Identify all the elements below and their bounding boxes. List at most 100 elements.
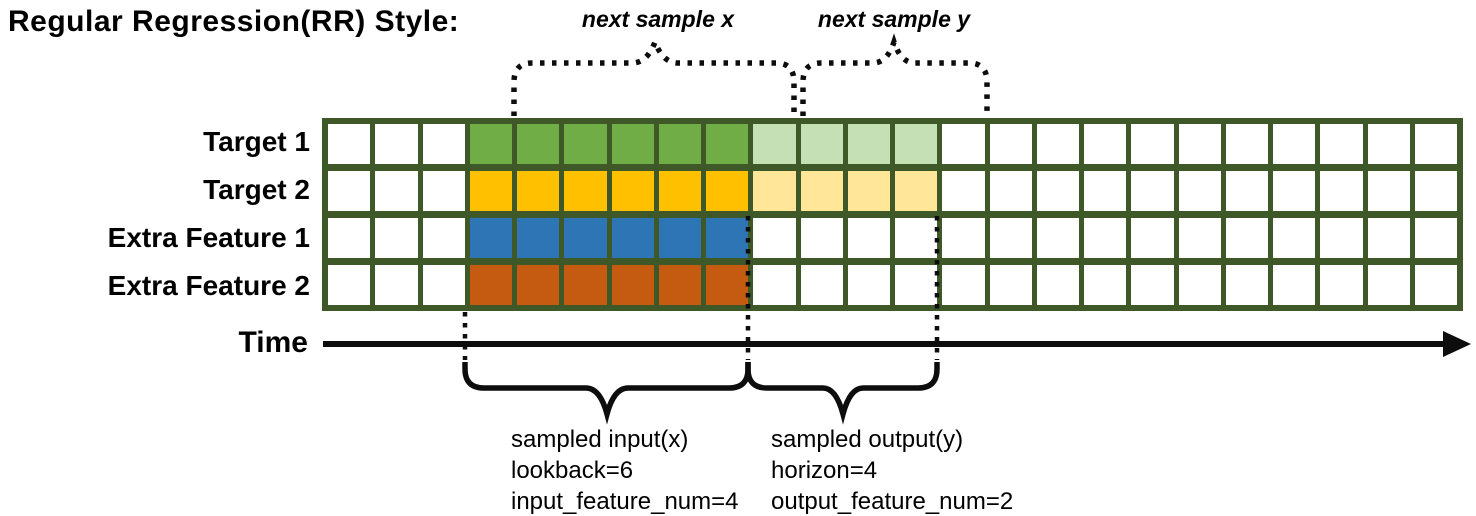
- grid-cell: [989, 124, 1032, 164]
- grid-cell: [658, 171, 701, 211]
- grid-cell: [753, 265, 796, 305]
- grid-cell: [1273, 218, 1316, 258]
- grid-cell: [1273, 265, 1316, 305]
- grid-cell: [1131, 171, 1174, 211]
- time-axis-label: Time: [238, 326, 308, 359]
- grid-cell: [658, 124, 701, 164]
- horizon-value: horizon=4: [771, 457, 878, 484]
- sampled-output-brace: [745, 362, 940, 425]
- grid-cell: [375, 265, 418, 305]
- grid-cell: [942, 171, 985, 211]
- grid-cell: [1273, 124, 1316, 164]
- grid-cell: [847, 171, 890, 211]
- grid-cell: [1131, 265, 1174, 305]
- grid-cell: [800, 218, 843, 258]
- grid-cell: [469, 265, 512, 305]
- grid-cell: [1320, 218, 1363, 258]
- grid-cell: [800, 171, 843, 211]
- grid: [322, 118, 1463, 311]
- grid-cell: [1414, 265, 1457, 305]
- next-sample-x-brace: [511, 34, 797, 116]
- sampled-input-brace: [462, 362, 751, 425]
- grid-cell: [564, 124, 607, 164]
- time-arrow: [323, 331, 1471, 357]
- grid-cell: [1414, 171, 1457, 211]
- grid-cell: [1367, 124, 1410, 164]
- grid-cell: [1320, 171, 1363, 211]
- grid-cell: [611, 218, 654, 258]
- grid-cell: [1084, 265, 1127, 305]
- sampled-output-title: sampled output(y): [771, 426, 964, 453]
- grid-cell: [1036, 218, 1079, 258]
- grid-cell: [517, 171, 560, 211]
- input-feature-num-value: input_feature_num=4: [511, 488, 739, 515]
- sampled-input-annotation: sampled input(x) lookback=6 input_featur…: [511, 424, 739, 516]
- grid-cell: [989, 265, 1032, 305]
- grid-cell: [1273, 171, 1316, 211]
- grid-cell: [1084, 218, 1127, 258]
- grid-cell: [1178, 265, 1221, 305]
- grid-cell: [1084, 124, 1127, 164]
- grid-cell: [706, 265, 749, 305]
- grid-cell: [517, 265, 560, 305]
- grid-cell: [328, 171, 371, 211]
- grid-cell: [1036, 171, 1079, 211]
- grid-cell: [1131, 124, 1174, 164]
- grid-cell: [753, 171, 796, 211]
- grid-cell: [1414, 124, 1457, 164]
- grid-cell: [1367, 171, 1410, 211]
- lookback-value: lookback=6: [511, 457, 634, 484]
- grid-cell: [1225, 124, 1268, 164]
- grid-cell: [422, 124, 465, 164]
- grid-cell: [328, 218, 371, 258]
- grid-cell: [989, 218, 1032, 258]
- grid-cell: [1225, 171, 1268, 211]
- grid-cell: [800, 265, 843, 305]
- grid-cell: [706, 124, 749, 164]
- next-sample-y-label: next sample y: [817, 6, 971, 32]
- grid-cell: [469, 171, 512, 211]
- grid-cell: [1320, 124, 1363, 164]
- grid-cell: [328, 265, 371, 305]
- grid-cell: [942, 265, 985, 305]
- grid-cell: [564, 171, 607, 211]
- grid-cell: [753, 218, 796, 258]
- page-title: Regular Regression(RR) Style:: [8, 5, 460, 38]
- grid-cell: [375, 218, 418, 258]
- grid-cell: [1178, 218, 1221, 258]
- grid-cell: [895, 265, 938, 305]
- grid-cell: [895, 171, 938, 211]
- grid-cell: [942, 218, 985, 258]
- output-feature-num-value: output_feature_num=2: [771, 488, 1014, 515]
- grid-cell: [1084, 171, 1127, 211]
- grid-cell: [422, 265, 465, 305]
- grid-cell: [1131, 218, 1174, 258]
- next-sample-x-label: next sample x: [581, 6, 735, 32]
- grid-cell: [1036, 265, 1079, 305]
- grid-cell: [658, 265, 701, 305]
- grid-cell: [564, 218, 607, 258]
- row-label-target-1: Target 1: [203, 126, 310, 157]
- row-label-extra-feature-2: Extra Feature 2: [107, 270, 310, 301]
- grid-cell: [611, 265, 654, 305]
- grid-cell: [375, 124, 418, 164]
- grid-cell: [611, 171, 654, 211]
- grid-cell: [1414, 218, 1457, 258]
- grid-cell: [847, 218, 890, 258]
- grid-cell: [800, 124, 843, 164]
- sampled-output-annotation: sampled output(y) horizon=4 output_featu…: [771, 424, 1013, 516]
- next-sample-y-brace: [800, 33, 990, 116]
- grid-cell: [1367, 265, 1410, 305]
- grid-cell: [1178, 124, 1221, 164]
- grid-cell: [517, 218, 560, 258]
- grid-cell: [1225, 265, 1268, 305]
- grid-cell: [1036, 124, 1079, 164]
- grid-cell: [422, 171, 465, 211]
- grid-cell: [375, 171, 418, 211]
- grid-cell: [989, 171, 1032, 211]
- grid-cell: [942, 124, 985, 164]
- grid-cell: [517, 124, 560, 164]
- grid-cell: [564, 265, 607, 305]
- grid-cell: [328, 124, 371, 164]
- grid-cell: [1320, 265, 1363, 305]
